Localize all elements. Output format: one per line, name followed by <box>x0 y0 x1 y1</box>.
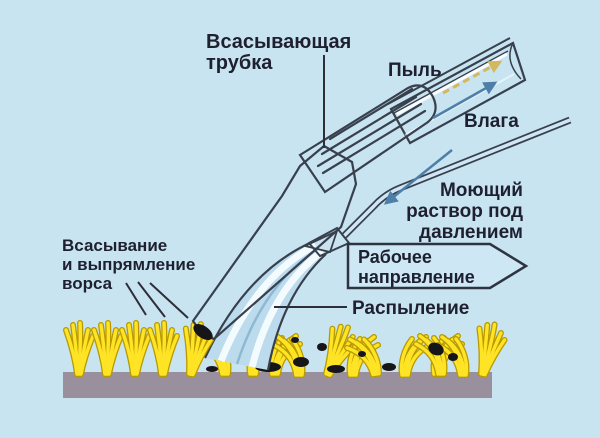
nozzle-handle <box>298 84 437 194</box>
pile-suction-label: Всасывание и выпрямление ворса <box>62 236 196 293</box>
dust-label: Пыль <box>388 60 442 81</box>
carpet-pile-clean <box>66 322 214 377</box>
pile-suction-leader-lines <box>125 281 189 319</box>
spraying-label: Распыление <box>352 298 470 319</box>
working-direction-arrow-box <box>346 242 529 290</box>
washing-solution-label: Моющий раствор под давлением <box>406 180 523 243</box>
moisture-flow-arrow <box>432 81 498 120</box>
leader-lines <box>125 55 347 319</box>
tip-dirt-clump <box>193 324 213 340</box>
solution-flow-arrow <box>383 149 453 205</box>
suction-tube-label: Всасывающая трубка <box>206 31 352 74</box>
moisture-label: Влага <box>464 111 519 132</box>
working-direction-label: Рабочее направление <box>358 247 475 287</box>
